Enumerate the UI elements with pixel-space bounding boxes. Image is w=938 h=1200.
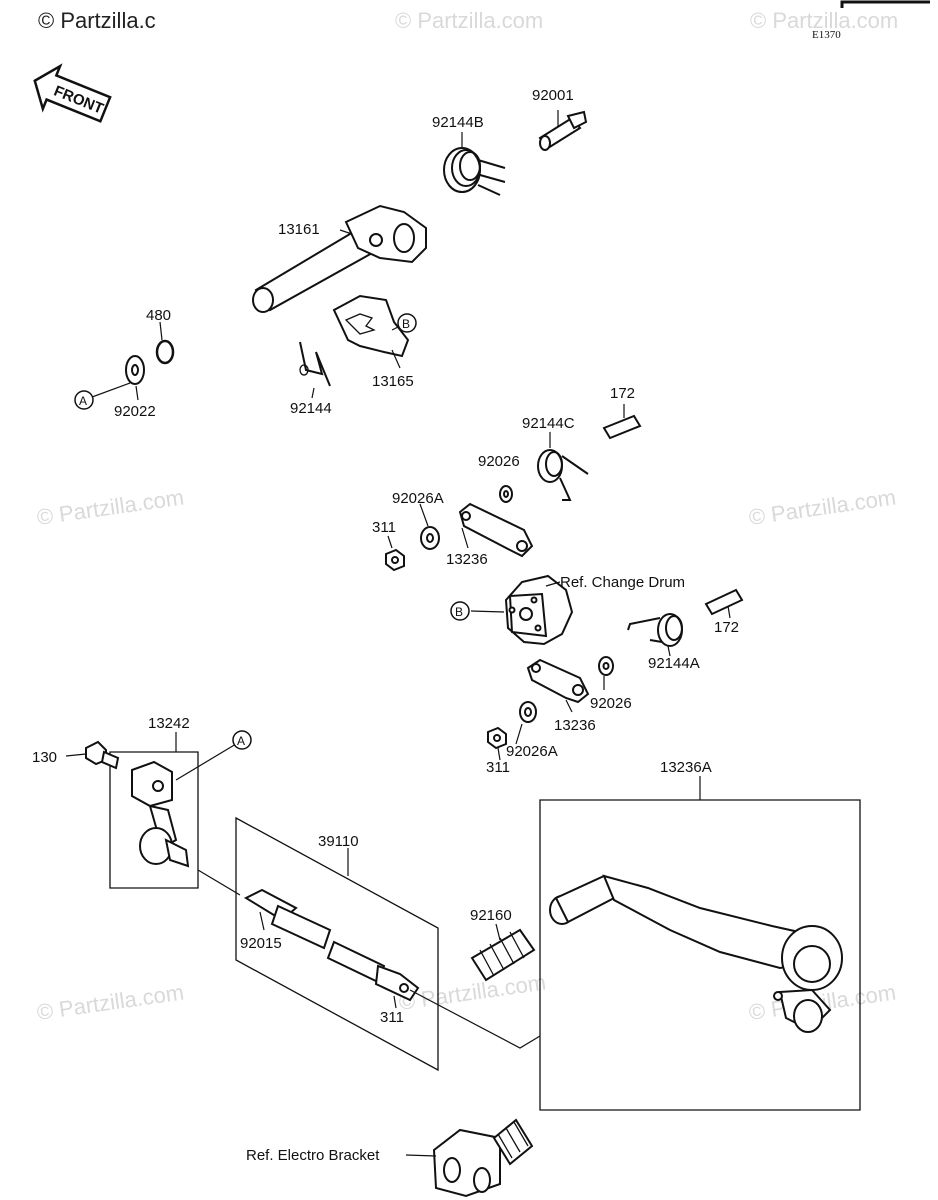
label-311-rod: 311 bbox=[380, 1009, 404, 1026]
label-13161: 13161 bbox=[278, 221, 320, 238]
part-electro-bracket bbox=[405, 1118, 534, 1198]
part-92160-pedal-rubber bbox=[470, 923, 536, 982]
part-311-nut bbox=[385, 535, 405, 572]
part-92144B-spring bbox=[443, 132, 506, 196]
label-480: 480 bbox=[146, 307, 171, 324]
label-130: 130 bbox=[32, 749, 57, 766]
watermark-corner: © Partzilla.c bbox=[38, 8, 156, 33]
label-92160: 92160 bbox=[470, 907, 512, 924]
label-92001: 92001 bbox=[532, 87, 574, 104]
part-92144-spring bbox=[299, 341, 331, 399]
label-92026-top: 92026 bbox=[478, 453, 520, 470]
callout-a-letter: A bbox=[79, 394, 87, 408]
part-13165-plate bbox=[332, 294, 410, 369]
part-13236-lever bbox=[526, 658, 590, 713]
part-change-drum bbox=[470, 574, 574, 646]
part-130-bolt bbox=[65, 740, 120, 770]
watermark: © Partzilla.com bbox=[747, 485, 897, 530]
part-92026A-washer bbox=[419, 503, 440, 550]
label-ref-electro-bracket: Ref. Electro Bracket bbox=[246, 1147, 380, 1164]
part-13236A-shift-pedal bbox=[539, 776, 861, 1111]
callout-b-letter: B bbox=[402, 317, 410, 331]
callout-b-letter: B bbox=[455, 605, 463, 619]
part-92026A-washer bbox=[515, 701, 537, 745]
label-13236-top: 13236 bbox=[446, 551, 488, 568]
label-92144B: 92144B bbox=[432, 114, 484, 131]
part-92026-washer bbox=[598, 656, 614, 690]
callout-b-icon: B bbox=[397, 313, 417, 333]
part-480-circlip bbox=[155, 321, 175, 365]
diagram-code: E1370 bbox=[812, 29, 841, 41]
part-311-nut bbox=[487, 726, 507, 761]
part-13242-lever-assembly bbox=[109, 732, 241, 896]
part-92022-washer bbox=[83, 355, 145, 401]
label-39110: 39110 bbox=[318, 833, 359, 850]
part-92144C-spring bbox=[537, 432, 589, 501]
watermark: © Partzilla.com bbox=[395, 8, 543, 33]
label-172-mid: 172 bbox=[714, 619, 739, 636]
callout-a-letter: A bbox=[237, 734, 245, 748]
watermark: © Partzilla.com bbox=[750, 8, 898, 33]
part-92001-bolt bbox=[538, 110, 588, 151]
label-13242: 13242 bbox=[148, 715, 190, 732]
label-92026A-bot: 92026A bbox=[506, 743, 558, 760]
frame-corner bbox=[840, 0, 930, 8]
part-92144A-spring bbox=[627, 613, 683, 657]
label-13236A: 13236A bbox=[660, 759, 712, 776]
watermark: © Partzilla.com bbox=[35, 485, 185, 530]
label-92144C: 92144C bbox=[522, 415, 575, 432]
part-172-stud bbox=[704, 588, 744, 619]
label-311-top: 311 bbox=[372, 519, 396, 536]
part-172-stud bbox=[602, 404, 642, 440]
callout-b-icon: B bbox=[450, 601, 470, 621]
label-13165: 13165 bbox=[372, 373, 414, 390]
label-92144: 92144 bbox=[290, 400, 332, 417]
label-92026A-top: 92026A bbox=[392, 490, 444, 507]
label-92022: 92022 bbox=[114, 403, 156, 420]
part-13236-lever bbox=[458, 502, 534, 558]
callout-a-icon: A bbox=[74, 390, 94, 410]
front-arrow-icon: FRONT bbox=[33, 63, 112, 123]
watermark: © Partzilla.com bbox=[397, 970, 547, 1015]
label-92144A: 92144A bbox=[648, 655, 700, 672]
label-ref-change-drum: Ref. Change Drum bbox=[560, 574, 685, 591]
callout-a-icon: A bbox=[232, 730, 252, 750]
label-92026-bot: 92026 bbox=[590, 695, 632, 712]
watermark: © Partzilla.com bbox=[35, 980, 185, 1025]
label-311-bot: 311 bbox=[486, 759, 510, 776]
part-92026-washer bbox=[499, 485, 513, 503]
label-13236-bot: 13236 bbox=[554, 717, 596, 734]
label-92015: 92015 bbox=[240, 935, 282, 952]
part-39110-tie-rod bbox=[235, 816, 541, 1072]
part-13161-shaft bbox=[252, 204, 427, 313]
label-172-top: 172 bbox=[610, 385, 635, 402]
